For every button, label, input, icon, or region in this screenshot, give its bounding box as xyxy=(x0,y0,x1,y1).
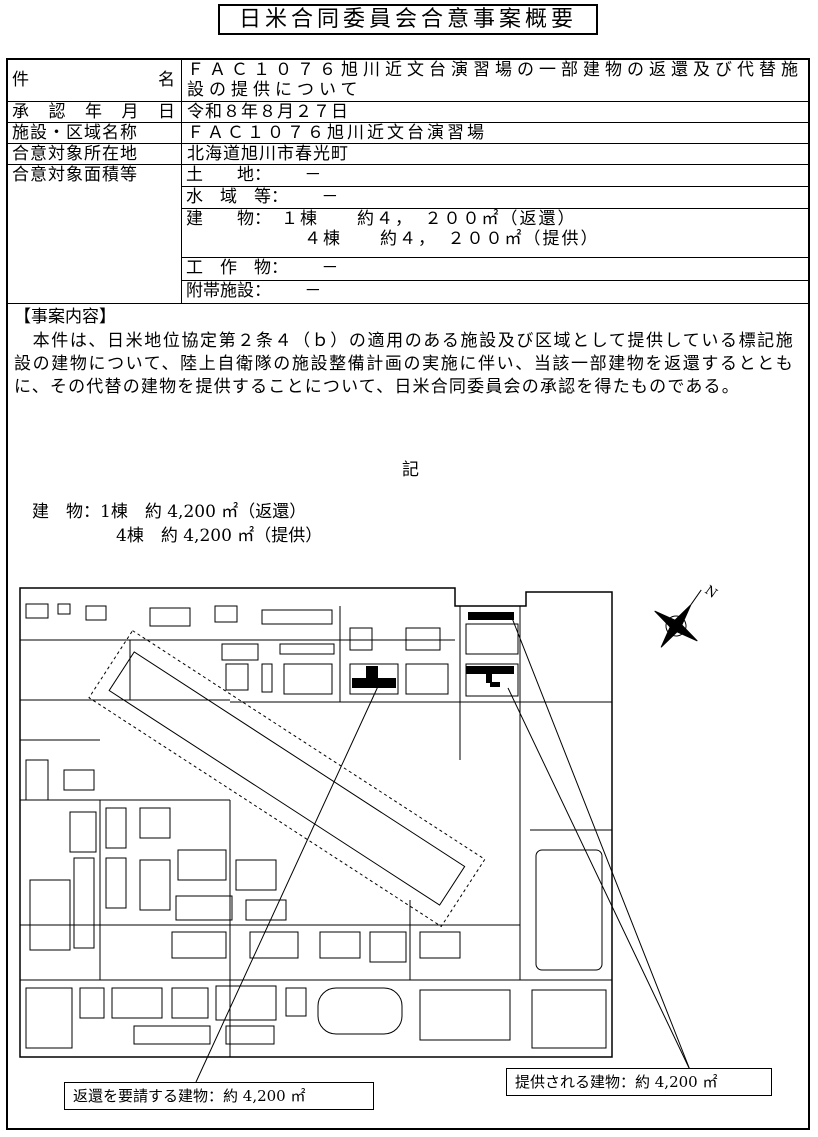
note-mark: 記 xyxy=(402,460,419,480)
water-value: － xyxy=(321,187,339,207)
returned-building xyxy=(352,678,396,688)
buildings-line-2: 4棟 約 4,200 ㎡（提供） xyxy=(116,526,323,546)
callout-provide: 提供される建物：約 4,200 ㎡ xyxy=(506,1068,772,1096)
building-blocks xyxy=(25,603,607,1049)
provided-building-3 xyxy=(486,673,492,683)
accessory-label: 附帯施設： xyxy=(186,281,271,301)
callout-return: 返還を要請する建物：約 4,200 ㎡ xyxy=(64,1082,374,1110)
area-row: 合意対象面積等 土 地： － 水 域 等： － 建 物： １棟 約４， ２００㎡（… xyxy=(8,165,808,304)
accessory-value: － xyxy=(304,281,322,301)
summary-frame: 件 名 ＦＡＣ１０７６旭川近文台演習場の一部建物の返還及び代替施設の提供について… xyxy=(6,58,810,1130)
approval-label: 承 認 年 月 日 xyxy=(8,102,182,123)
accessory-row: 附帯施設： － xyxy=(182,281,808,304)
case-row: 件 名 ＦＡＣ１０７６旭川近文台演習場の一部建物の返還及び代替施設の提供について xyxy=(8,60,808,102)
approval-date: 令和８年８月２７日 xyxy=(187,102,349,122)
buildings-label: 建 物： xyxy=(32,502,100,522)
structure-label: 工 作 物： xyxy=(186,258,288,278)
facility-name: ＦＡＣ１０７６旭川近文台演習場 xyxy=(187,123,487,143)
water-row: 水 域 等： － xyxy=(182,187,808,209)
details-heading: 【事案内容】 xyxy=(14,307,116,327)
facility-label: 施設・区域名称 xyxy=(8,123,182,144)
compass-icon xyxy=(654,589,702,648)
case-name: ＦＡＣ１０７６旭川近文台演習場の一部建物の返還及び代替施設の提供について xyxy=(187,60,803,100)
land-label: 土 地： xyxy=(186,165,271,185)
buildings-line-1: 1棟 約 4,200 ㎡（返還） xyxy=(100,502,307,522)
building-value-2: ４棟 約４， ２００㎡（提供） xyxy=(304,229,600,249)
provided-building-2 xyxy=(466,666,514,674)
location-value: 北海道旭川市春光町 xyxy=(187,144,349,164)
land-row: 土 地： － xyxy=(182,165,808,187)
building-row: 建 物： １棟 約４， ２００㎡（返還） ４棟 約４， ２００㎡（提供） xyxy=(182,209,808,258)
location-label: 合意対象所在地 xyxy=(8,144,182,165)
leader-lines xyxy=(195,617,691,1083)
location-row: 合意対象所在地 北海道旭川市春光町 xyxy=(8,144,808,165)
building-label: 建 物： xyxy=(186,209,271,229)
facility-row: 施設・区域名称 ＦＡＣ１０７６旭川近文台演習場 xyxy=(8,123,808,144)
structure-value: － xyxy=(321,258,339,278)
roads xyxy=(20,606,612,1057)
compass-label: N xyxy=(702,583,720,602)
structure-row: 工 作 物： － xyxy=(182,258,808,281)
water-label: 水 域 等： xyxy=(186,187,288,207)
page-title: 日米合同委員会合意事案概要 xyxy=(218,4,598,35)
provided-building-4 xyxy=(490,682,500,687)
building-value-1: １棟 約４， ２００㎡（返還） xyxy=(281,209,577,229)
highlight-buildings xyxy=(352,612,514,688)
site-boundary xyxy=(19,587,613,1058)
area-label: 合意対象面積等 xyxy=(8,165,182,304)
land-value: － xyxy=(304,165,322,185)
approval-row: 承 認 年 月 日 令和８年８月２７日 xyxy=(8,102,808,123)
details-paragraph: 本件は、日米地位協定第２条４（ｂ）の適用のある施設及び区域として提供している標記… xyxy=(14,331,794,397)
runway xyxy=(88,629,486,928)
buildings-summary: 建 物：1棟 約 4,200 ㎡（返還） 4棟 約 4,200 ㎡（提供） xyxy=(32,500,322,548)
case-label: 件 名 xyxy=(8,60,182,102)
provided-building-1 xyxy=(468,612,514,620)
